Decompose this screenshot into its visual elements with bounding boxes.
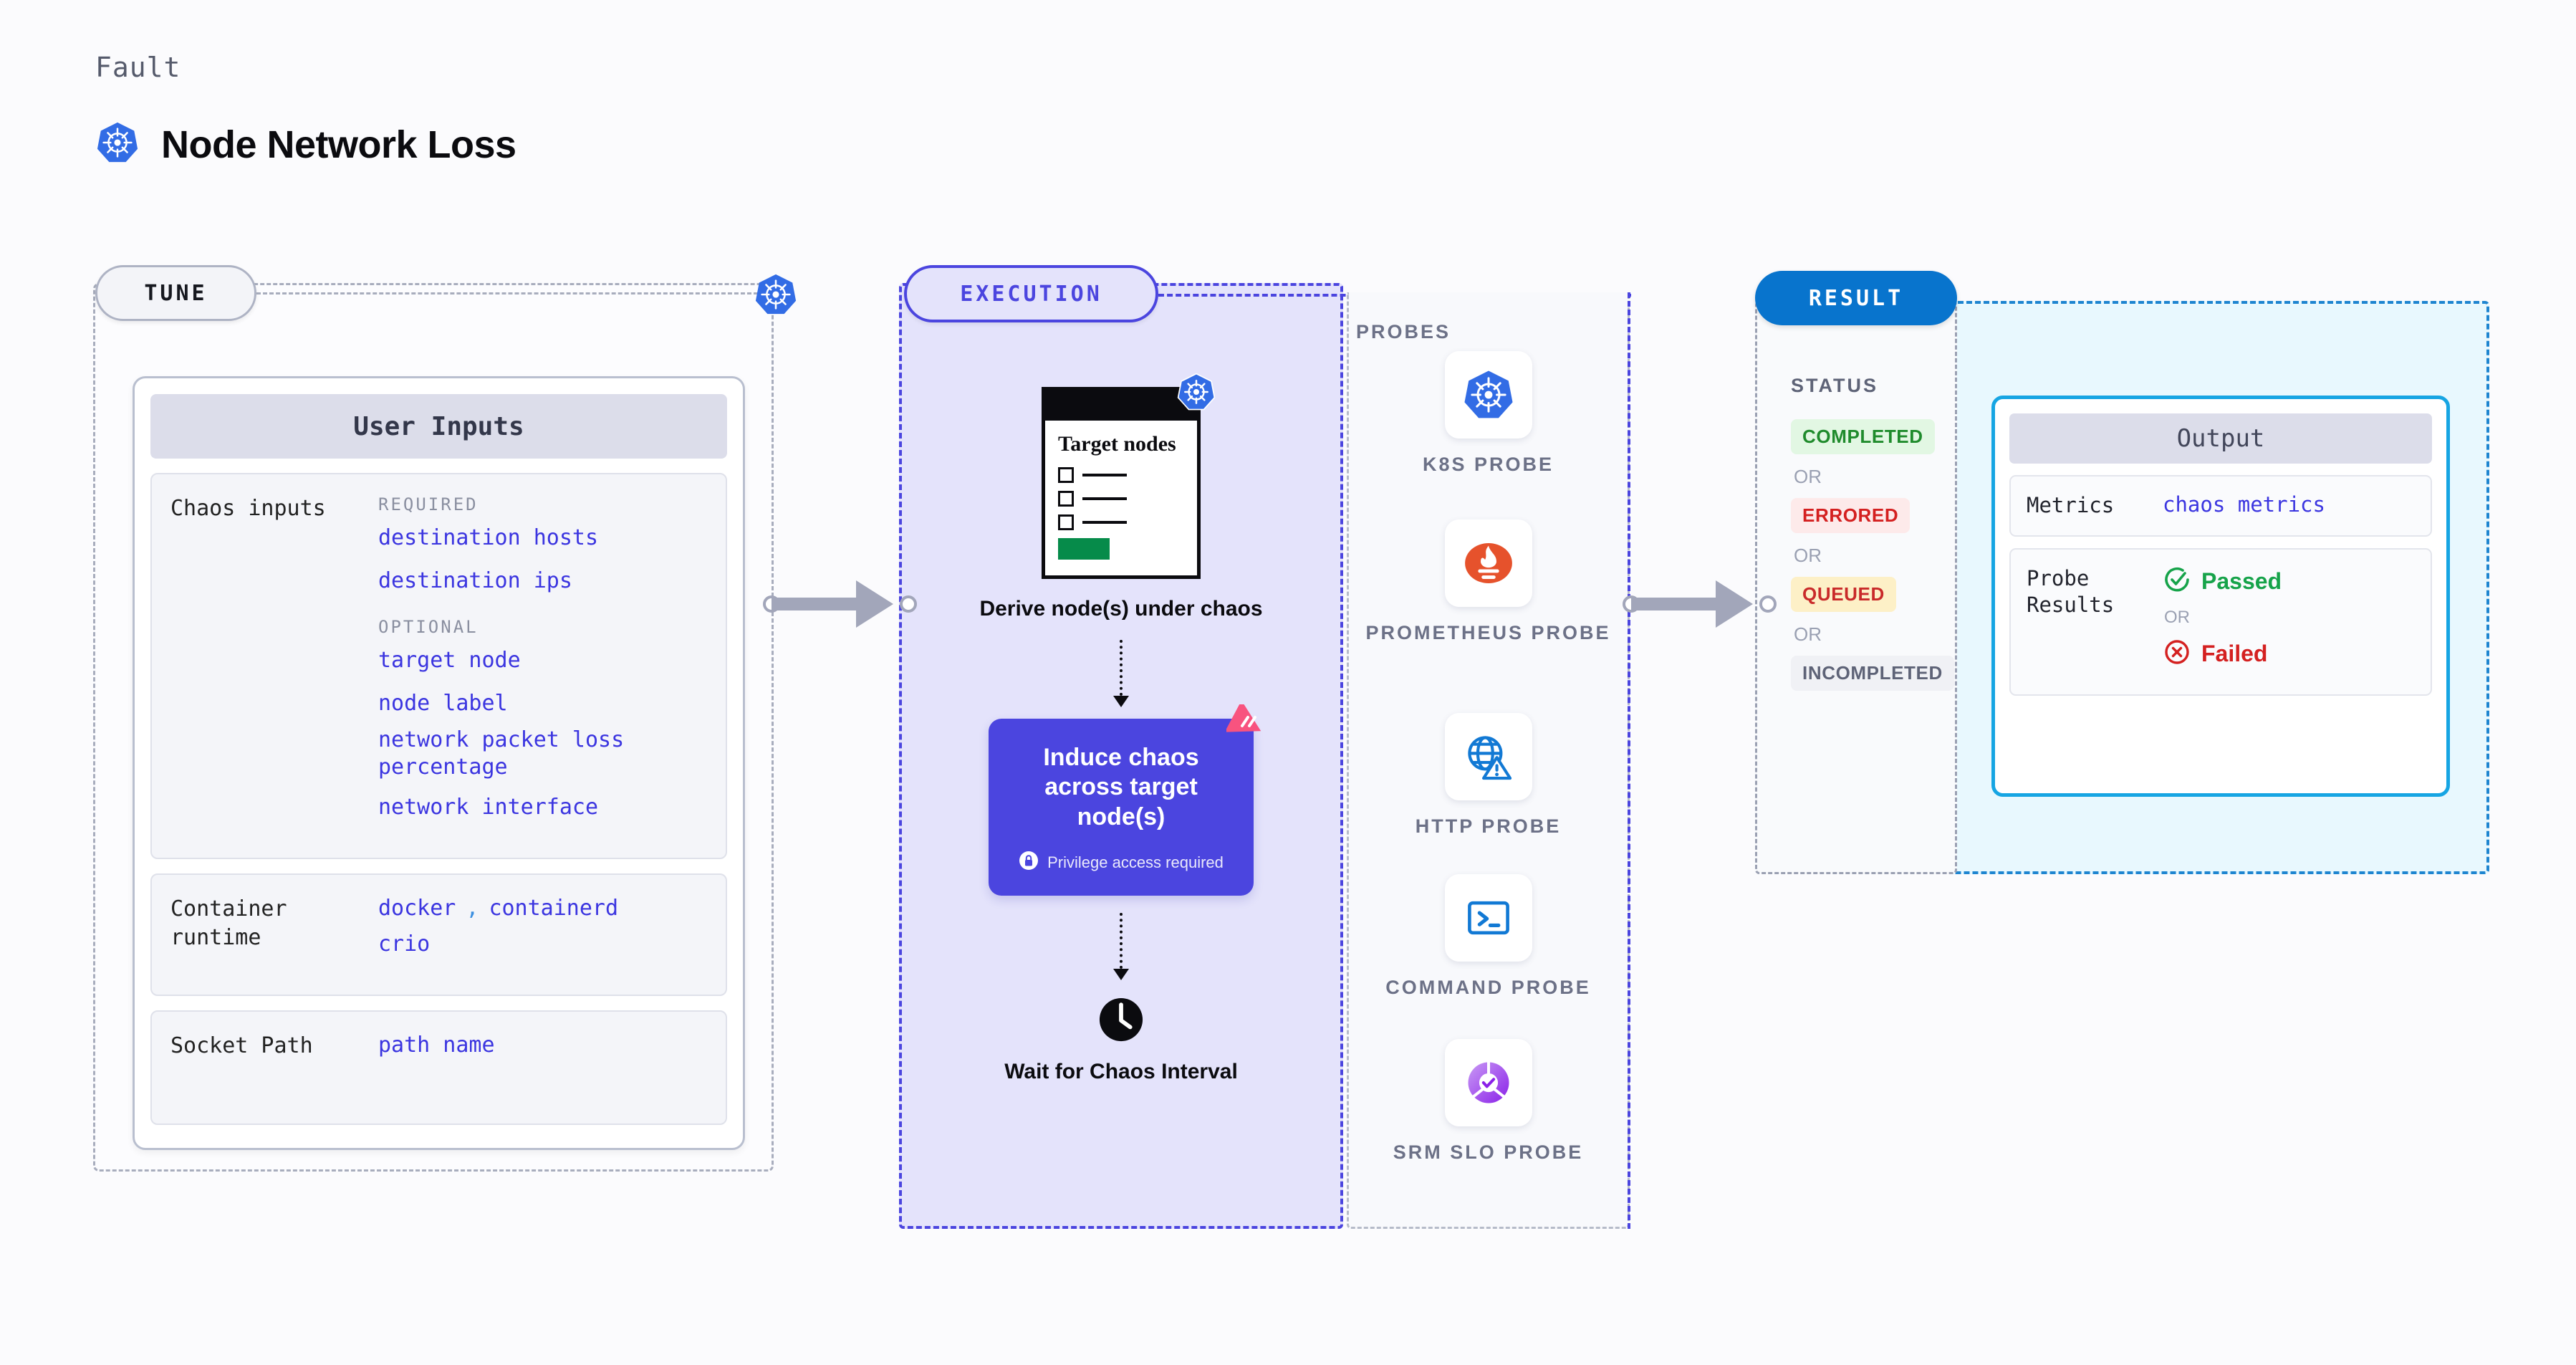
output-title: Output	[2009, 413, 2432, 464]
execution-panel-right-edge	[1628, 292, 1630, 1229]
container-runtime-block: Container runtime docker , containerd cr…	[150, 873, 727, 996]
probe-command[interactable]: COMMAND PROBE	[1347, 874, 1630, 1000]
card-title-bar	[1045, 391, 1197, 421]
kubernetes-icon	[1444, 351, 1532, 439]
result-badge[interactable]: RESULT	[1755, 271, 1957, 325]
execution-to-result-connector	[1623, 580, 1777, 628]
target-nodes-card: Target nodes	[1042, 373, 1216, 579]
probe-results-label: Probe Results	[2027, 565, 2115, 618]
value-containerd[interactable]: containerd	[489, 895, 619, 921]
optional-heading: OPTIONAL	[378, 616, 479, 637]
placeholder-line	[1082, 474, 1127, 476]
status-badge-errored: ERRORED	[1791, 498, 1911, 533]
probe-label: SRM SLO PROBE	[1393, 1141, 1584, 1163]
field-destination-ips[interactable]: destination ips	[378, 568, 572, 594]
page-title: Node Network Loss	[161, 123, 516, 166]
probe-srm-slo[interactable]: SRM SLO PROBE	[1347, 1039, 1630, 1165]
field-destination-hosts[interactable]: destination hosts	[378, 525, 599, 550]
confirm-bar	[1058, 538, 1110, 560]
flow-arrow	[1113, 640, 1129, 707]
probe-prometheus[interactable]: PROMETHEUS PROBE	[1347, 519, 1630, 646]
execution-badge[interactable]: EXECUTION	[904, 265, 1158, 322]
privilege-note: Privilege access required	[1007, 851, 1235, 874]
globe-warning-icon	[1444, 713, 1532, 800]
result-failed: Failed	[2163, 638, 2415, 670]
lock-icon	[1019, 851, 1039, 874]
or-separator: OR	[1794, 545, 1822, 566]
output-card: Output Metrics chaos metrics Probe Resul…	[1991, 396, 2450, 797]
execution-flow: Target nodes Derive node(s) under chaos	[899, 373, 1343, 1086]
x-circle-icon	[2163, 638, 2191, 670]
probe-label: COMMAND PROBE	[1385, 977, 1591, 998]
or-separator: OR	[1794, 623, 1822, 645]
result-passed: Passed	[2163, 565, 2415, 598]
page-title-row: Node Network Loss	[95, 120, 516, 168]
probe-label: K8S PROBE	[1422, 454, 1554, 475]
induce-chaos-step: Induce chaos across target node(s) Privi…	[989, 700, 1261, 896]
chaos-inputs-block: Chaos inputs REQUIRED destination hosts …	[150, 473, 727, 859]
required-heading: REQUIRED	[378, 494, 479, 514]
chaos-inputs-label: Chaos inputs	[170, 496, 326, 521]
container-runtime-label: Container runtime	[170, 896, 287, 951]
privilege-note-text: Privilege access required	[1047, 853, 1224, 871]
terminal-icon	[1444, 874, 1532, 962]
kubernetes-icon	[95, 120, 140, 168]
field-node-label[interactable]: node label	[378, 691, 508, 717]
probe-label: PROMETHEUS PROBE	[1365, 622, 1611, 643]
prometheus-icon	[1444, 519, 1532, 607]
status-title: STATUS	[1791, 375, 1878, 396]
tune-connector-line	[256, 292, 758, 294]
litmus-chaos-logo	[1224, 700, 1265, 740]
check-circle-icon	[2163, 565, 2191, 598]
clock-icon	[1095, 993, 1148, 1046]
status-badge-queued: QUEUED	[1791, 577, 1896, 612]
value-crio[interactable]: crio	[378, 931, 431, 957]
field-target-node[interactable]: target node	[378, 647, 521, 673]
kubernetes-icon	[754, 272, 798, 317]
checkbox-icon[interactable]	[1058, 514, 1074, 530]
field-network-interface[interactable]: network interface	[378, 795, 599, 820]
status-badge-incompleted: INCOMPLETED	[1791, 656, 1954, 691]
placeholder-line	[1082, 521, 1127, 524]
checkbox-row	[1058, 491, 1184, 507]
socket-path-block: Socket Path path name	[150, 1010, 727, 1125]
value-separator: ,	[466, 895, 479, 921]
failed-label: Failed	[2201, 640, 2268, 666]
tune-to-execution-connector	[763, 580, 917, 628]
status-list: COMPLETED OR ERRORED OR QUEUED OR INCOMP…	[1791, 419, 1954, 691]
user-inputs-card: User Inputs Chaos inputs REQUIRED destin…	[133, 376, 745, 1150]
step3-caption: Wait for Chaos Interval	[1004, 1060, 1238, 1084]
user-inputs-title: User Inputs	[150, 394, 727, 459]
fault-eyebrow-label: Fault	[95, 52, 181, 83]
status-badge-completed: COMPLETED	[1791, 419, 1935, 454]
checkbox-icon[interactable]	[1058, 491, 1074, 507]
value-path-name[interactable]: path name	[378, 1032, 495, 1058]
checkbox-row	[1058, 514, 1184, 530]
target-nodes-title: Target nodes	[1058, 432, 1176, 456]
induce-chaos-text: Induce chaos across target node(s)	[1043, 744, 1199, 830]
tune-badge[interactable]: TUNE	[95, 265, 256, 321]
field-network-packet-loss-percentage[interactable]: network packet loss percentage	[378, 727, 625, 780]
passed-label: Passed	[2201, 567, 2282, 594]
metrics-row: Metrics chaos metrics	[2009, 475, 2432, 537]
probe-label: HTTP PROBE	[1415, 815, 1562, 837]
or-separator: OR	[2164, 607, 2190, 627]
flow-arrow	[1113, 913, 1129, 981]
placeholder-line	[1082, 497, 1127, 500]
probe-k8s[interactable]: K8S PROBE	[1347, 351, 1630, 477]
checkbox-icon[interactable]	[1058, 467, 1074, 483]
checkbox-row	[1058, 467, 1184, 483]
metrics-label: Metrics	[2027, 493, 2115, 517]
kubernetes-icon	[1176, 372, 1216, 412]
socket-path-label: Socket Path	[170, 1033, 313, 1058]
slo-check-icon	[1444, 1039, 1532, 1126]
or-separator: OR	[1794, 466, 1822, 487]
probe-results-row: Probe Results Passed OR	[2009, 547, 2432, 696]
metrics-value[interactable]: chaos metrics	[2163, 492, 2325, 517]
value-docker[interactable]: docker	[378, 895, 456, 921]
step1-caption: Derive node(s) under chaos	[979, 597, 1263, 621]
probes-title: PROBES	[1356, 321, 1451, 343]
probe-http[interactable]: HTTP PROBE	[1347, 713, 1630, 839]
